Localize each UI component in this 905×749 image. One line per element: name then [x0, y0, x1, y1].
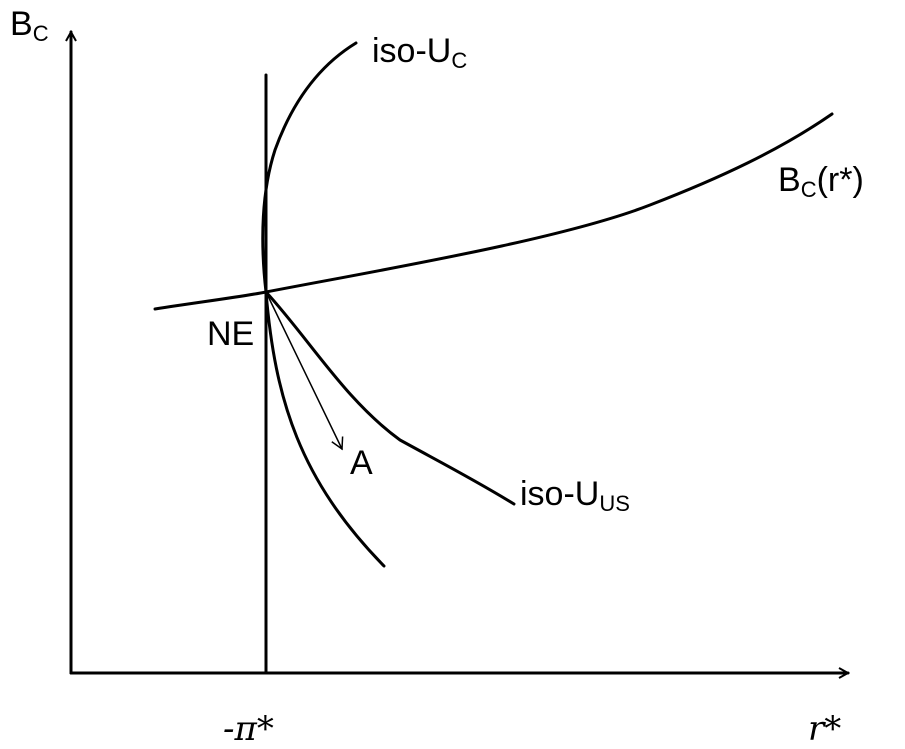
y-axis-label: BC [10, 5, 49, 46]
bc-curve-label: BC(r*) [778, 161, 864, 202]
lower-curve [264, 290, 386, 568]
bc-curve [153, 112, 834, 311]
ne-label: NE [207, 315, 254, 353]
a-label: A [350, 444, 373, 482]
iso-uc-curve [261, 41, 358, 294]
iso-uus-label: iso-UUS [520, 475, 630, 516]
ne-to-a-arrow [265, 291, 344, 451]
x-axis-label: r* [808, 709, 841, 749]
x-tick-label: -π* [223, 709, 274, 749]
iso-uus-curve [264, 290, 516, 506]
iso-uc-label: iso-UC [372, 32, 467, 73]
